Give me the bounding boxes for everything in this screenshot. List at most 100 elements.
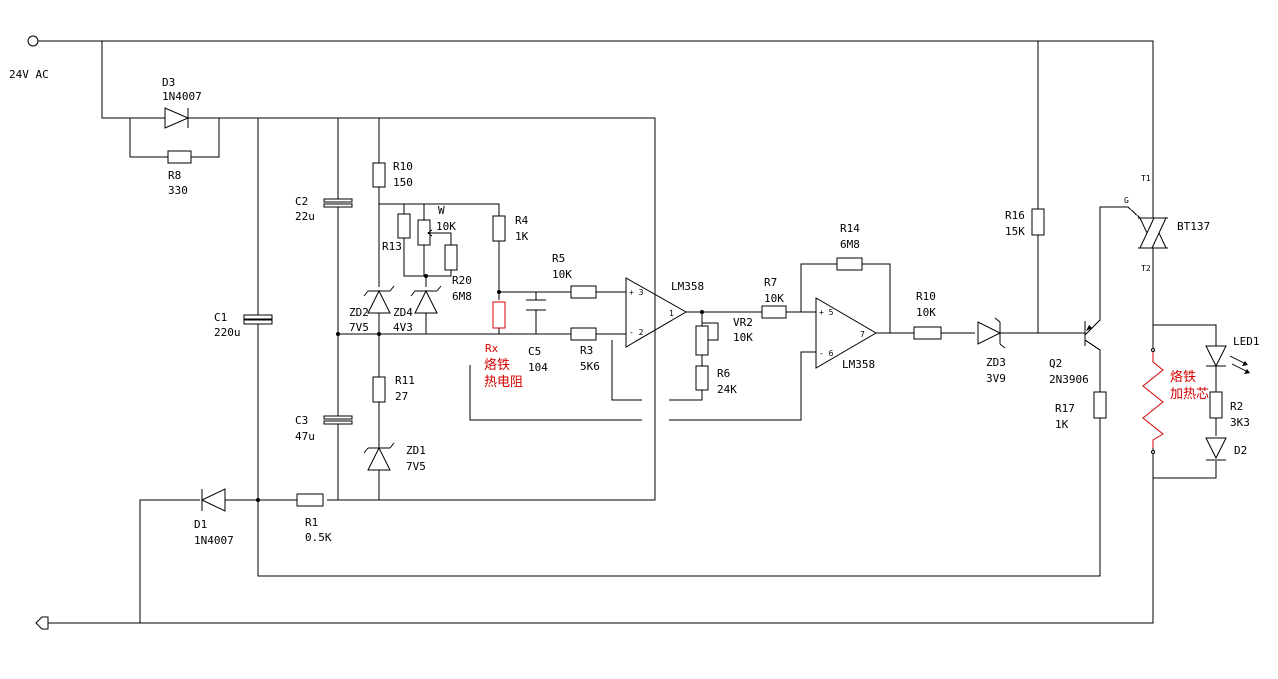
- svg-text:15K: 15K: [1005, 225, 1025, 238]
- resistor-r3: R3 5K6: [570, 327, 600, 373]
- svg-text:R11: R11: [395, 374, 415, 387]
- resistor-r5: R5 10K: [552, 252, 597, 299]
- svg-text:4V3: 4V3: [393, 321, 413, 334]
- resistor-r10-10k: R10 10K: [913, 290, 942, 340]
- svg-text:R16: R16: [1005, 209, 1025, 222]
- diode-d3: D3 1N4007: [162, 76, 202, 129]
- svg-text:T2: T2: [1141, 264, 1151, 273]
- transistor-q2: Q2 2N3906: [1049, 321, 1092, 386]
- svg-text:10K: 10K: [916, 306, 936, 319]
- svg-text:R6: R6: [717, 367, 730, 380]
- svg-text:R7: R7: [764, 276, 777, 289]
- heater-element: 烙铁 加热芯: [1142, 348, 1209, 454]
- svg-text:W: W: [438, 204, 445, 217]
- resistor-r6: R6 24K: [695, 365, 737, 396]
- svg-text:热电阻: 热电阻: [484, 375, 523, 390]
- svg-text:VR2: VR2: [733, 316, 753, 329]
- svg-text:D1: D1: [194, 518, 207, 531]
- svg-text:24K: 24K: [717, 383, 737, 396]
- resistor-r14: R14 6M8: [836, 222, 863, 271]
- resistor-r11: R11 27: [372, 374, 415, 403]
- svg-text:10K: 10K: [764, 292, 784, 305]
- svg-text:R1: R1: [305, 516, 318, 529]
- svg-text:ZD3: ZD3: [986, 356, 1006, 369]
- svg-text:0.5K: 0.5K: [305, 531, 332, 544]
- svg-text:22u: 22u: [295, 210, 315, 223]
- resistor-r4: R4 1K: [492, 214, 529, 243]
- svg-text:烙铁: 烙铁: [484, 357, 510, 373]
- capacitor-c1: C1 220u: [214, 311, 273, 339]
- svg-text:1: 1: [669, 309, 674, 318]
- resistor-r2: R2 3K3: [1209, 391, 1250, 429]
- svg-text:ZD1: ZD1: [406, 444, 426, 457]
- svg-text:+ 5: + 5: [819, 308, 834, 317]
- svg-text:D3: D3: [162, 76, 175, 89]
- resistor-r7: R7 10K: [761, 276, 787, 319]
- capacitor-c2: C2 22u: [295, 195, 353, 223]
- svg-text:R2: R2: [1230, 400, 1243, 413]
- capacitor-c5: C5 104: [526, 299, 548, 374]
- svg-text:7V5: 7V5: [406, 460, 426, 473]
- zener-zd2: ZD2 7V5: [349, 285, 395, 334]
- svg-text:R20: R20: [452, 274, 472, 287]
- svg-text:6M8: 6M8: [452, 290, 472, 303]
- svg-text:1K: 1K: [515, 230, 529, 243]
- svg-text:- 6: - 6: [819, 349, 834, 358]
- potentiometer-vr2: VR2 10K: [695, 316, 753, 356]
- svg-text:R5: R5: [552, 252, 565, 265]
- thermistor-rx: Rx 烙铁 热电阻: [484, 301, 523, 390]
- led-led1: LED1: [1205, 335, 1260, 374]
- zener-zd1: ZD1 7V5: [363, 442, 426, 473]
- opamp-u2: + 5 - 6 7 LM358: [815, 297, 877, 371]
- svg-text:C2: C2: [295, 195, 308, 208]
- svg-text:Q2: Q2: [1049, 357, 1062, 370]
- svg-text:LM358: LM358: [842, 358, 875, 371]
- resistor-r16: R16 15K: [1005, 208, 1045, 238]
- resistor-r1: R1 0.5K: [296, 493, 332, 544]
- svg-text:加热芯: 加热芯: [1170, 387, 1209, 402]
- svg-text:Rx: Rx: [485, 342, 499, 355]
- svg-text:+ 3: + 3: [629, 288, 644, 297]
- svg-text:ZD2: ZD2: [349, 306, 369, 319]
- svg-text:5K6: 5K6: [580, 360, 600, 373]
- svg-text:3V9: 3V9: [986, 372, 1006, 385]
- svg-text:7: 7: [860, 330, 865, 339]
- capacitor-c3: C3 47u: [295, 414, 353, 443]
- svg-text:T1: T1: [1141, 174, 1151, 183]
- svg-text:- 2: - 2: [629, 328, 644, 337]
- svg-text:LED1: LED1: [1233, 335, 1260, 348]
- svg-text:C3: C3: [295, 414, 308, 427]
- svg-text:150: 150: [393, 176, 413, 189]
- svg-text:7V5: 7V5: [349, 321, 369, 334]
- svg-text:C1: C1: [214, 311, 227, 324]
- svg-text:1N4007: 1N4007: [194, 534, 234, 547]
- svg-text:G: G: [1124, 196, 1129, 205]
- svg-text:27: 27: [395, 390, 408, 403]
- ac-terminal-bottom: [35, 616, 49, 630]
- resistor-r13: R13: [382, 213, 411, 253]
- svg-text:2N3906: 2N3906: [1049, 373, 1089, 386]
- svg-text:10K: 10K: [733, 331, 753, 344]
- potentiometer-w: W 10K: [417, 204, 456, 246]
- svg-text:10K: 10K: [552, 268, 572, 281]
- ac-terminal-top: [27, 35, 39, 47]
- svg-text:R17: R17: [1055, 402, 1075, 415]
- svg-text:烙铁: 烙铁: [1170, 369, 1196, 385]
- svg-text:R14: R14: [840, 222, 860, 235]
- svg-text:LM358: LM358: [671, 280, 704, 293]
- svg-text:1K: 1K: [1055, 418, 1069, 431]
- resistor-r10-150: R10 150: [372, 160, 413, 189]
- resistor-r17: R17 1K: [1055, 391, 1107, 431]
- zener-zd4: ZD4 4V3: [393, 285, 442, 334]
- junction-dots: [256, 274, 704, 502]
- svg-text:R8: R8: [168, 169, 181, 182]
- svg-text:1N4007: 1N4007: [162, 90, 202, 103]
- resistor-r8: R8 330: [167, 150, 192, 197]
- svg-text:3K3: 3K3: [1230, 416, 1250, 429]
- svg-text:R3: R3: [580, 344, 593, 357]
- svg-text:R4: R4: [515, 214, 529, 227]
- zener-zd3: ZD3 3V9: [977, 317, 1006, 385]
- supply-label: 24V AC: [9, 68, 49, 81]
- svg-text:10K: 10K: [436, 220, 456, 233]
